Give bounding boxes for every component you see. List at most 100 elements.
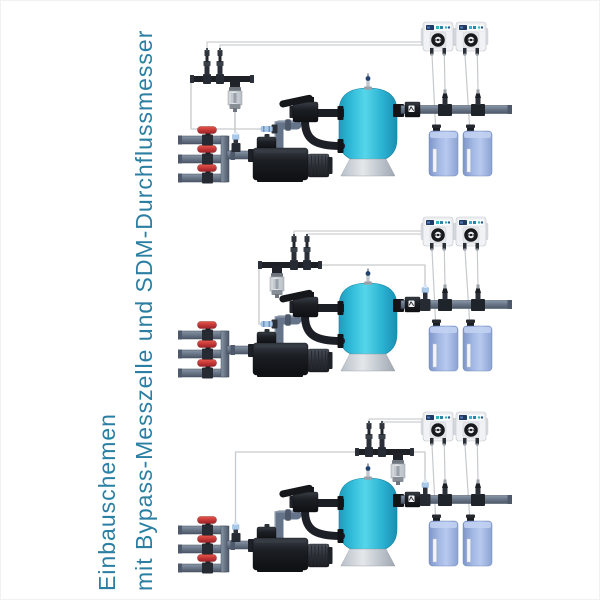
electrode-probe-1	[203, 48, 211, 84]
tank-base	[340, 158, 396, 177]
peristaltic-head	[431, 228, 445, 242]
filter-tank	[338, 73, 398, 163]
pump-motor	[307, 153, 333, 178]
dosing-tube-1	[443, 53, 446, 91]
peristaltic-head	[464, 228, 478, 242]
schematic-bottom	[171, 399, 599, 595]
electrode-probe-2	[216, 48, 224, 84]
pump-display	[459, 415, 484, 420]
peristaltic-head	[431, 423, 445, 437]
injection-quill-1	[438, 89, 452, 116]
suction-manifold	[178, 516, 230, 574]
pump-display	[459, 25, 484, 30]
flow-sensor	[404, 101, 421, 118]
return-pipe	[393, 104, 512, 117]
bypass-tubing	[234, 451, 426, 524]
peristaltic-head	[464, 33, 478, 47]
pump-display	[459, 220, 484, 225]
bypass-manifold	[258, 234, 322, 298]
valve-handle	[279, 484, 313, 498]
suction-tap-fitting	[231, 131, 241, 152]
chemical-canister-2	[462, 319, 493, 372]
title-block: Einbauschemen mit Bypass-Messzelle und S…	[89, 29, 167, 591]
bypass-tube-b	[320, 264, 426, 287]
pump-display	[426, 415, 451, 420]
ball-valve-2	[197, 145, 217, 165]
bypass-return-fitting	[420, 284, 431, 311]
suction-lance-1	[431, 54, 437, 126]
ball-valve-1	[197, 126, 217, 146]
multiport-valve	[279, 289, 319, 318]
dosing-pump-2	[453, 216, 489, 251]
dosing-pump-1	[420, 411, 456, 446]
electrode-cable-1	[368, 418, 426, 422]
bypass-tubing	[190, 81, 263, 134]
title-line-1: Einbauschemen	[94, 413, 120, 591]
flow-sensor	[404, 491, 421, 508]
flow-sensor	[404, 296, 421, 313]
suction-manifold	[178, 126, 230, 184]
dosing-pump-1	[420, 21, 456, 56]
circulation-pump	[248, 134, 333, 182]
ball-valve-3	[197, 359, 217, 379]
injection-quill-2	[471, 89, 485, 116]
dosing-pump-1	[420, 216, 456, 251]
ball-valve-1	[197, 516, 217, 536]
electrode-cable-2	[219, 44, 459, 49]
pump-motor	[307, 543, 333, 568]
ball-valve-2	[197, 535, 217, 555]
dosing-pump-2	[453, 411, 489, 446]
filter-tank	[338, 463, 398, 553]
suction-lance-2	[464, 444, 471, 516]
pump-display	[426, 25, 451, 30]
suction-manifold	[178, 321, 230, 379]
electrode-probe-1	[290, 234, 298, 270]
valve-tank-pipes	[301, 106, 345, 153]
valve-handle	[279, 94, 313, 108]
chemical-canister-2	[462, 514, 493, 567]
electrode-probe-2	[378, 421, 386, 457]
valve-handle	[279, 289, 313, 303]
pump-display	[426, 220, 451, 225]
electrode-cables	[206, 41, 459, 49]
valve-tank-pipes	[301, 301, 345, 348]
title-line-2: mit Bypass-Messzelle und SDM-Durchflussm…	[131, 29, 157, 591]
return-pipe	[393, 494, 512, 507]
injection-quill-2	[471, 284, 485, 311]
dosing-tube-2	[476, 248, 479, 286]
suction-lance-1	[431, 249, 437, 321]
multiport-valve	[279, 94, 319, 123]
electrode-probe-2	[303, 234, 311, 270]
peristaltic-head	[464, 423, 478, 437]
chemical-canister-1	[428, 124, 459, 177]
valve-tank-pipes	[301, 496, 345, 543]
bypass-return-fitting	[420, 479, 431, 506]
injection-quill-2	[471, 479, 485, 506]
tank-base	[340, 548, 396, 567]
pump-strainer	[256, 134, 277, 151]
tank-vent	[364, 73, 372, 90]
flow-cell	[227, 80, 243, 112]
schematic-middle	[171, 204, 599, 400]
dosing-tube-1	[443, 443, 446, 481]
bypass-manifold	[355, 421, 414, 485]
peristaltic-head	[431, 33, 445, 47]
circulation-pump	[248, 524, 333, 572]
schematic-top	[171, 9, 599, 205]
suction-lance-1	[431, 444, 437, 516]
ball-valve-2	[197, 340, 217, 360]
dosing-tube-1	[443, 248, 446, 286]
electrode-cable-1	[206, 41, 426, 49]
pump-discharge-pipe	[274, 509, 302, 545]
electrode-cable-1	[293, 230, 426, 235]
suction-lance-2	[464, 249, 471, 321]
pump-strainer	[256, 524, 277, 541]
bypass-tube-b	[413, 451, 426, 482]
electrode-probe-1	[365, 421, 373, 457]
pump-discharge-pipe	[274, 119, 302, 155]
dosing-tube-2	[476, 53, 479, 91]
pump-motor	[307, 348, 333, 373]
bypass-tube-a	[190, 81, 263, 130]
return-pipe	[393, 299, 512, 312]
